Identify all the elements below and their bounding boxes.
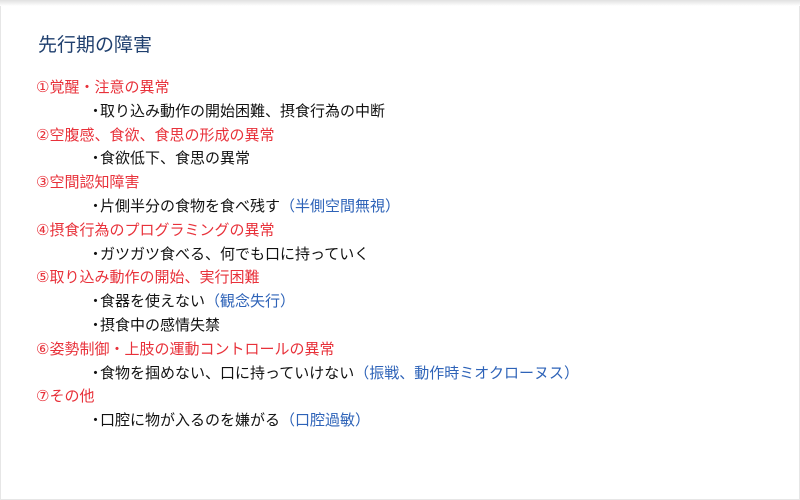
bullet-text: 片側半分の食物を食べ残す (100, 196, 281, 215)
bullet-item: ・ガツガツ食べる、何でも口に持っていく (36, 243, 776, 267)
bullet-text: 取り込み動作の開始困難、摂食行為の中断 (100, 101, 386, 120)
bullet-item: ・摂食中の感情失禁 (36, 314, 776, 338)
bullet-text: 食器を使えない (100, 292, 206, 311)
bullet-text: ガツガツ食べる、何でも口に持っていく (100, 244, 370, 263)
item-heading-6: ⑥姿勢制御・上肢の運動コントロールの異常 (36, 339, 335, 358)
item-heading-3: ③空間認知障害 (36, 173, 140, 192)
bullet-item: ・食物を掴めない、口に持っていけない（振戦、動作時ミオクローヌス） (36, 362, 776, 386)
bullet-dot-icon: ・ (88, 292, 104, 311)
slide-title: 先行期の障害 (38, 34, 153, 56)
bullet-note: （半側空間無視） (280, 196, 401, 215)
bullet-item: ・食欲低下、食思の異常 (36, 147, 776, 171)
content-list: ①覚醒・注意の異常 ・取り込み動作の開始困難、摂食行為の中断 ②空腹感、食欲、食… (36, 76, 776, 433)
bullet-note: （振戦、動作時ミオクローヌス） (354, 363, 579, 382)
bullet-note: （観念失行） (205, 292, 296, 311)
bullet-dot-icon: ・ (88, 411, 104, 430)
bullet-item: ・口腔に物が入るのを嫌がる（口腔過敏） (36, 409, 776, 433)
item-heading-2: ②空腹感、食欲、食思の形成の異常 (36, 125, 275, 144)
bullet-dot-icon: ・ (88, 101, 104, 120)
bullet-dot-icon: ・ (88, 244, 104, 263)
bullet-dot-icon: ・ (88, 315, 104, 334)
bullet-dot-icon: ・ (88, 196, 104, 215)
bullet-dot-icon: ・ (88, 363, 104, 382)
bullet-text: 食物を掴めない、口に持っていけない (100, 363, 355, 382)
bullet-item: ・片側半分の食物を食べ残す（半側空間無視） (36, 195, 776, 219)
bullet-item: ・食器を使えない（観念失行） (36, 290, 776, 314)
item-heading-5: ⑤取り込み動作の開始、実行困難 (36, 268, 260, 287)
bullet-text: 摂食中の感情失禁 (100, 315, 221, 334)
bullet-note: （口腔過敏） (280, 411, 371, 430)
bullet-item: ・取り込み動作の開始困難、摂食行為の中断 (36, 100, 776, 124)
bullet-text: 食欲低下、食思の異常 (100, 149, 251, 168)
item-heading-1: ①覚醒・注意の異常 (36, 78, 170, 96)
bullet-dot-icon: ・ (88, 149, 104, 168)
item-heading-4: ④摂食行為のプログラミングの異常 (36, 220, 275, 239)
item-heading-7: ⑦その他 (36, 387, 95, 406)
bullet-text: 口腔に物が入るのを嫌がる (100, 411, 281, 430)
